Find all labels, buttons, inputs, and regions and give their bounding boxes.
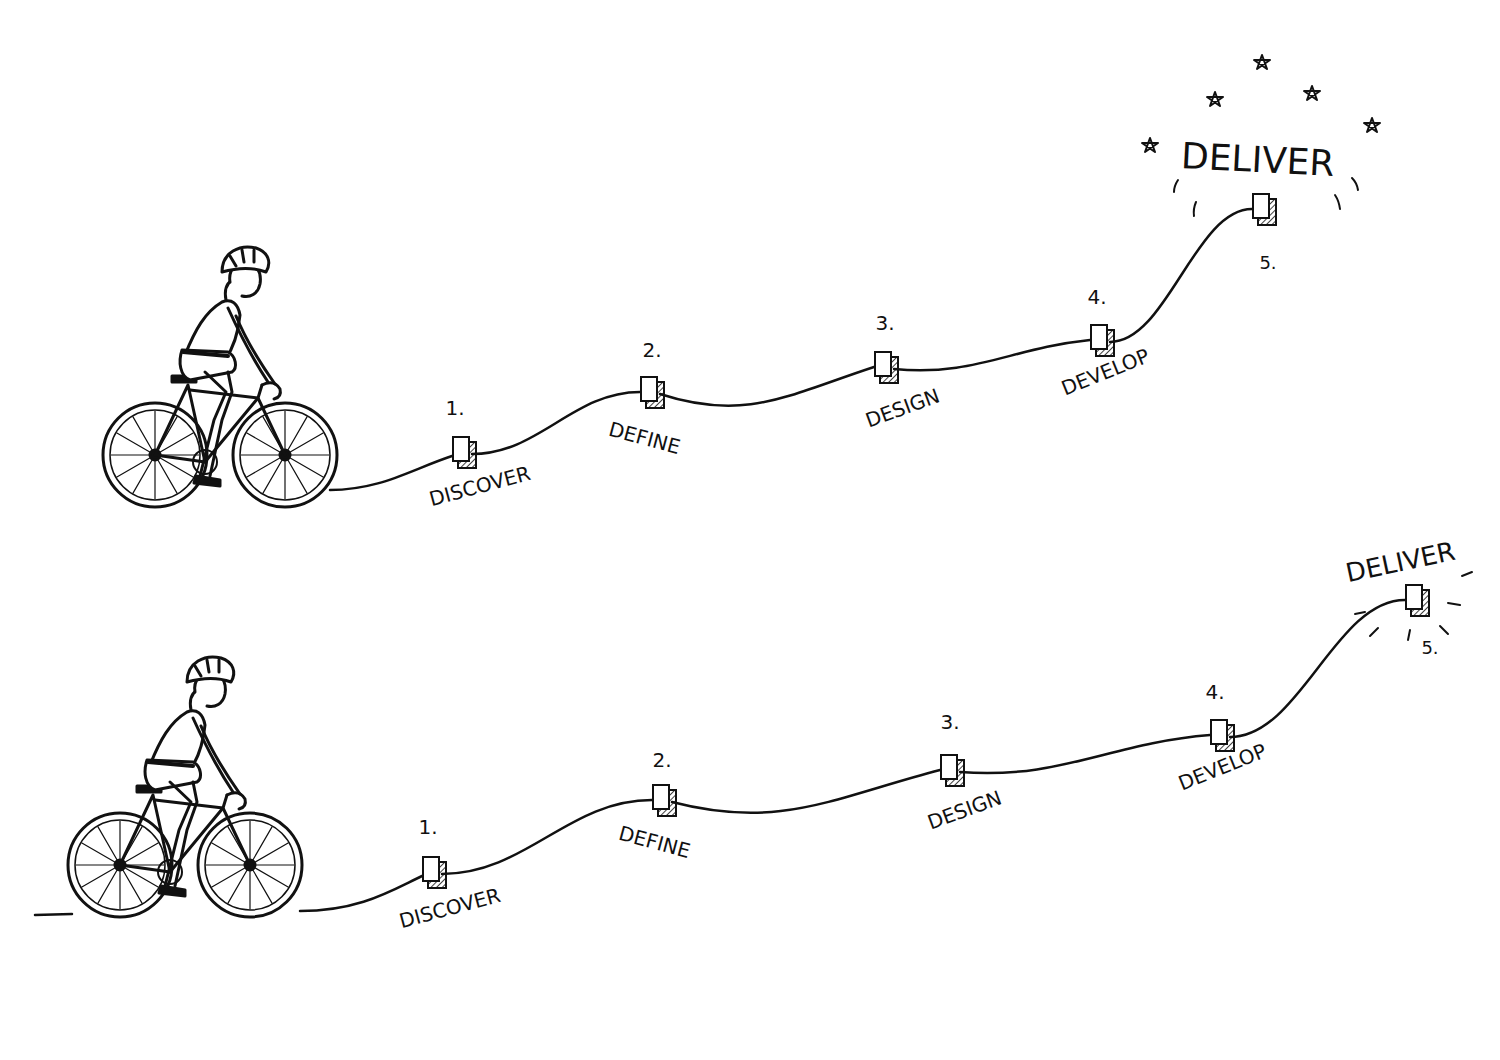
document-icon: [874, 351, 900, 385]
document-icon: [1252, 193, 1278, 227]
document-icon: [1405, 584, 1431, 618]
step-number: 5.: [1421, 639, 1438, 657]
step-number: 2.: [642, 340, 661, 360]
document-icon: [1210, 719, 1236, 753]
road-line: [300, 876, 422, 911]
stage-label: DESIGN: [863, 385, 942, 430]
stars: [1142, 55, 1380, 152]
stage-label: DELIVER: [1343, 538, 1457, 586]
stage-marker: 2.DEFINE: [640, 376, 660, 404]
stage-marker: 3.DESIGN: [874, 351, 894, 379]
route-segment: [960, 735, 1210, 773]
route-segment: [1110, 209, 1252, 342]
document-icon: [1090, 324, 1116, 358]
step-number: 3.: [875, 313, 894, 333]
stage-marker: 4.DEVELOP: [1090, 324, 1110, 352]
step-number: 3.: [940, 712, 959, 732]
document-icon: [452, 436, 478, 470]
stage-label: DEFINE: [607, 419, 683, 457]
route-segment: [1230, 600, 1405, 737]
step-number: 1.: [418, 817, 437, 837]
stage-marker: 5.DELIVER: [1252, 193, 1272, 221]
stage-label: DEFINE: [617, 823, 693, 861]
stage-label: DISCOVER: [397, 885, 502, 931]
stage-marker: 4.DEVELOP: [1210, 719, 1230, 747]
stage-marker: 3.DESIGN: [940, 754, 960, 782]
stage-label: DELIVER: [1180, 138, 1335, 182]
step-number: 1.: [445, 398, 464, 418]
glow-rays: [1174, 178, 1472, 640]
document-icon: [640, 376, 666, 410]
stage-marker: 1.DISCOVER: [422, 856, 442, 884]
route-segment: [672, 770, 940, 813]
stage-marker: 2.DEFINE: [652, 784, 672, 812]
cyclist: [68, 657, 302, 917]
document-icon: [940, 754, 966, 788]
step-number: 2.: [652, 750, 671, 770]
stage-label: DESIGN: [925, 787, 1004, 832]
stage-marker: 5.DELIVER: [1405, 584, 1425, 612]
route-segment: [660, 367, 874, 406]
document-icon: [422, 856, 448, 890]
step-number: 4.: [1205, 682, 1224, 702]
step-number: 4.: [1087, 287, 1106, 307]
road-line: [330, 456, 452, 490]
route-segment: [894, 340, 1090, 370]
step-number: 5.: [1259, 254, 1276, 272]
cyclist: [103, 247, 337, 507]
road-line: [35, 914, 72, 915]
stage-label: DISCOVER: [427, 463, 532, 509]
document-icon: [652, 784, 678, 818]
stage-marker: 1.DISCOVER: [452, 436, 472, 464]
